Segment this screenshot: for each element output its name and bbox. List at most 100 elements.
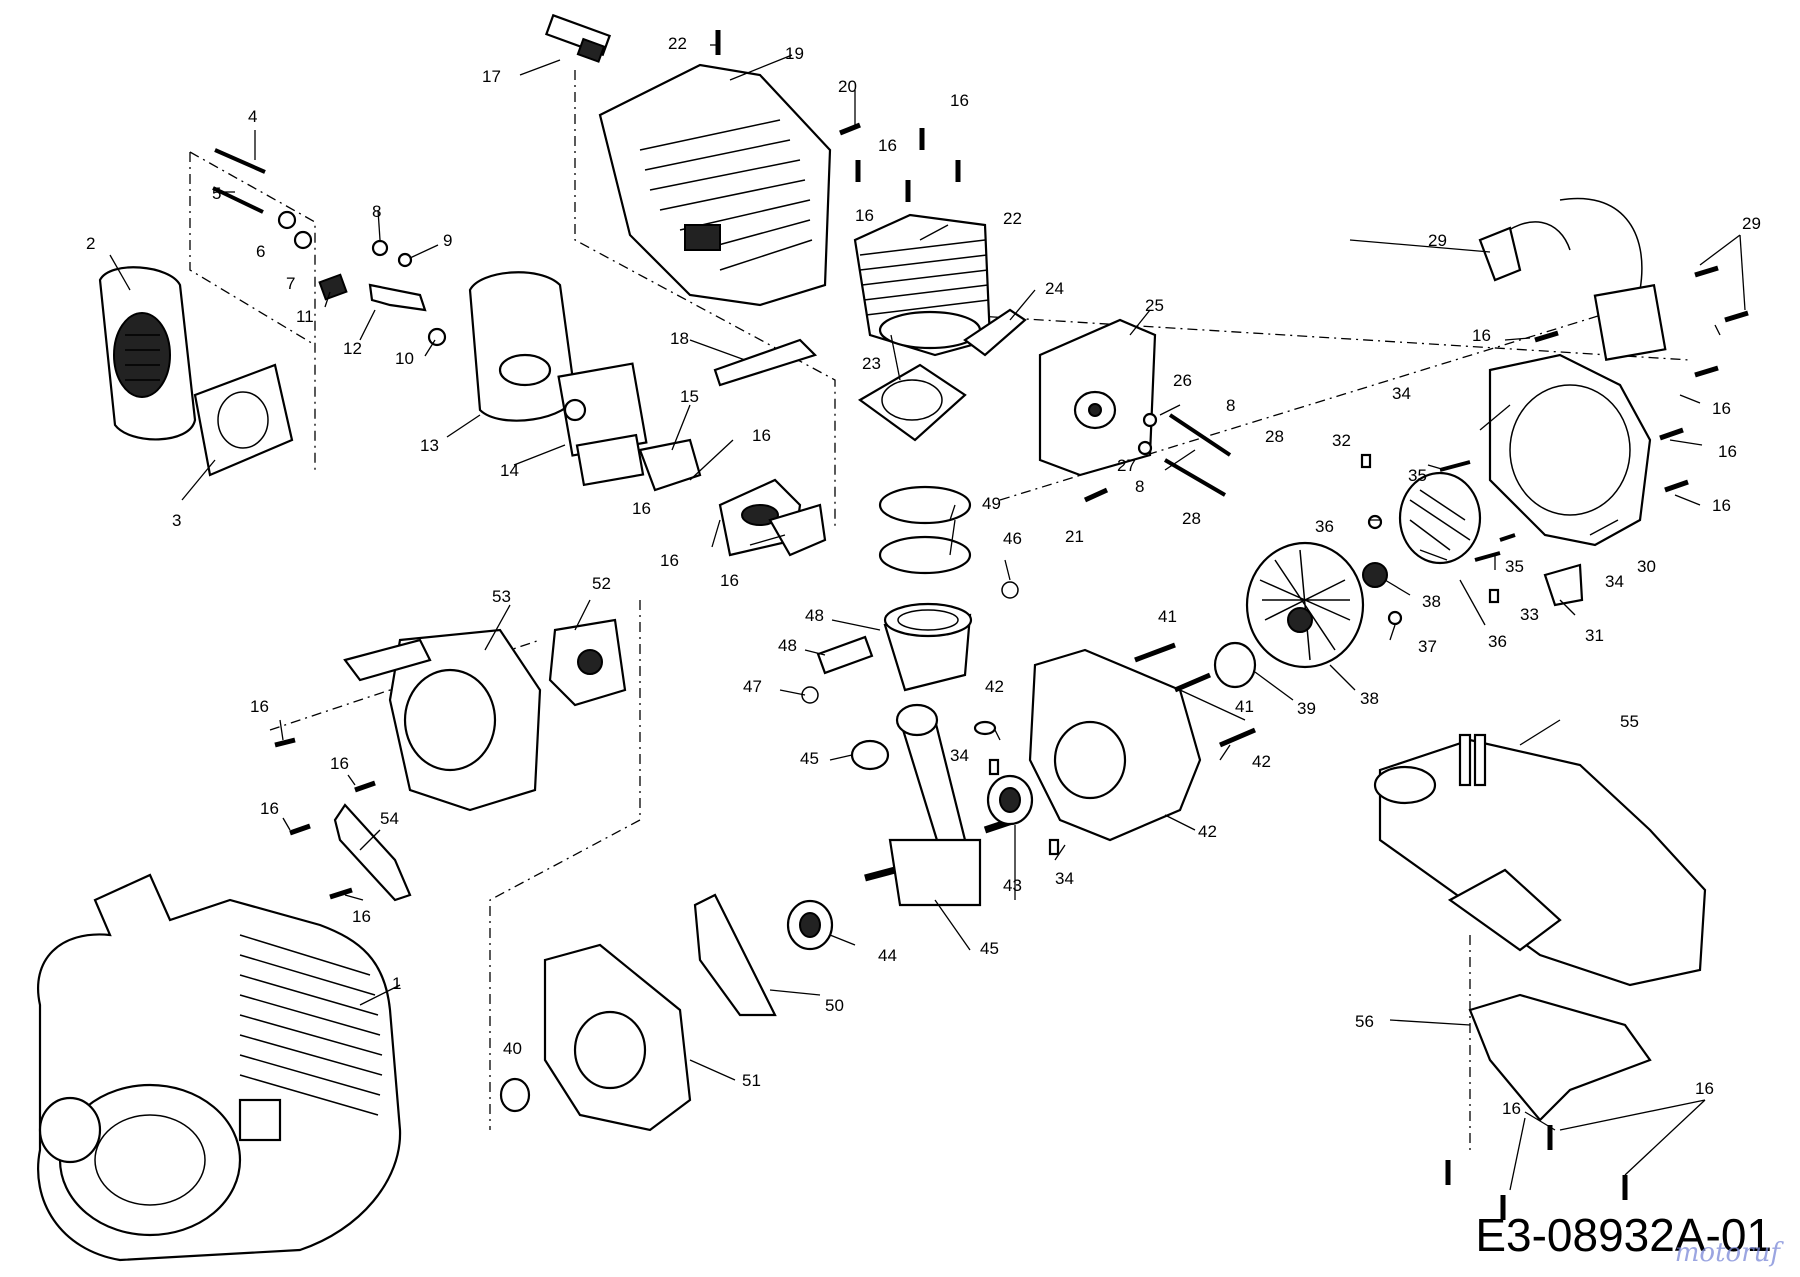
crankcase-left [543,943,692,1132]
callout-16-carb: 16 [752,426,771,445]
callout-18: 16 [720,571,739,590]
callout-58: 56 [1355,1012,1374,1031]
piston-ring-upper [878,485,972,525]
starter-pulley [548,618,627,707]
callout-35-b: 34 [1605,572,1624,591]
callout-24: 22 [1003,209,1022,228]
callout-16-housing-a: 16 [1712,399,1731,418]
callout-16-cyl-a: 16 [878,136,897,155]
callout-34-a: 32 [1332,431,1351,450]
callout-16-tank-b: 16 [1502,1099,1521,1118]
crankcase-gasket [693,893,777,1017]
callout-42-c: 42 [1252,752,1271,771]
air-filter-cover [98,266,197,441]
callout-47: 45 [800,749,819,768]
callout-42-a: 41 [1158,607,1177,626]
callout-34-d: 34 [1055,869,1074,888]
callout-6: 6 [256,242,266,261]
callout-16-starter-b: 16 [330,754,349,773]
callout-44: 42 [985,677,1004,696]
callout-7: 7 [286,274,296,293]
callout-16-housing-c: 16 [1712,496,1731,515]
heat-shield [713,338,818,387]
piston-ring-lower [878,535,972,575]
callout-13: 13 [420,436,439,455]
callout-56: 54 [380,809,399,828]
callout-29-a: 28 [1265,427,1284,446]
callout-32: 30 [1637,557,1656,576]
flywheel [1245,541,1365,669]
callout-45-b: 44 [878,946,897,965]
callout-28-a: 8 [1226,396,1236,415]
assembled-engine [37,873,402,1262]
callout-40: 38 [1360,689,1379,708]
callout-36-b: 35 [1505,557,1524,576]
callout-36-a: 35 [1408,466,1427,485]
callout-45-a: 43 [1003,876,1022,895]
leader-lines [109,44,1746,1191]
callout-10: 10 [395,349,414,368]
ignition-coil [1478,197,1667,361]
callout-20: 18 [670,329,689,348]
callout-48-a: 46 [1003,529,1022,548]
callout-14: 14 [500,461,519,480]
callout-19: 17 [482,67,501,86]
callout-33: 31 [1585,626,1604,645]
clutch [1398,471,1482,565]
crankcase-right [1028,648,1202,842]
callout-34-c: 34 [950,746,969,765]
callout-17: 16 [660,551,679,570]
callout-2: 2 [86,234,96,253]
callout-30: 29 [1428,231,1447,250]
callout-16-starter-d: 16 [352,907,371,926]
callout-16-starter-c: 16 [260,799,279,818]
callout-11: 11 [296,307,314,326]
callout-28-b: 8 [1135,477,1145,496]
callout-52: 50 [825,996,844,1015]
callout-16-cyl-b: 16 [950,91,969,110]
callout-15: 15 [680,387,699,406]
callout-26: 24 [1045,279,1064,298]
filter-element [193,363,294,477]
callout-25: 23 [862,354,881,373]
callout-50: 48 [778,636,797,655]
callout-5: 5 [212,184,222,203]
air-box [468,271,577,422]
callout-23: 22 [668,34,687,53]
cylinder-gasket [857,363,967,442]
muffler [1038,318,1157,477]
callout-22-bottom: 21 [1065,527,1084,546]
callout-29-b: 28 [1182,509,1201,528]
callout-51: 49 [982,494,1001,513]
callout-27: 25 [1145,296,1164,315]
callout-55: 53 [492,587,511,606]
callout-53: 51 [742,1071,761,1090]
callout-35-a: 34 [1392,384,1411,403]
callout-49: 48 [805,606,824,625]
tank-bracket [1468,993,1652,1122]
cylinder-screws [855,128,961,202]
fuel-tank [1373,733,1707,987]
callout-1: 1 [392,974,402,993]
callout-46: 45 [980,939,999,958]
diagram-code: E3-08932A-01 [1475,1209,1772,1261]
callout-22-top: 20 [838,77,857,96]
fan-housing [1488,353,1652,547]
callout-54: 52 [592,574,611,593]
callout-16-tank-a: 16 [1695,1079,1714,1098]
callout-37: 36 [1488,632,1507,651]
bracket [333,803,412,902]
spark-plug [544,13,612,63]
callout-31: 29 [1742,214,1761,233]
callout-34-b: 33 [1520,605,1539,624]
callout-8-muffler-b: 27 [1117,456,1136,475]
callout-16-housing-b: 16 [1718,442,1737,461]
callout-12: 12 [343,339,362,358]
callout-16-starter-a: 16 [250,697,269,716]
callout-8-top: 8 [372,202,382,221]
recoil-starter [343,628,542,812]
callout-48-b: 47 [743,677,762,696]
callout-16-coil: 16 [1472,326,1491,345]
